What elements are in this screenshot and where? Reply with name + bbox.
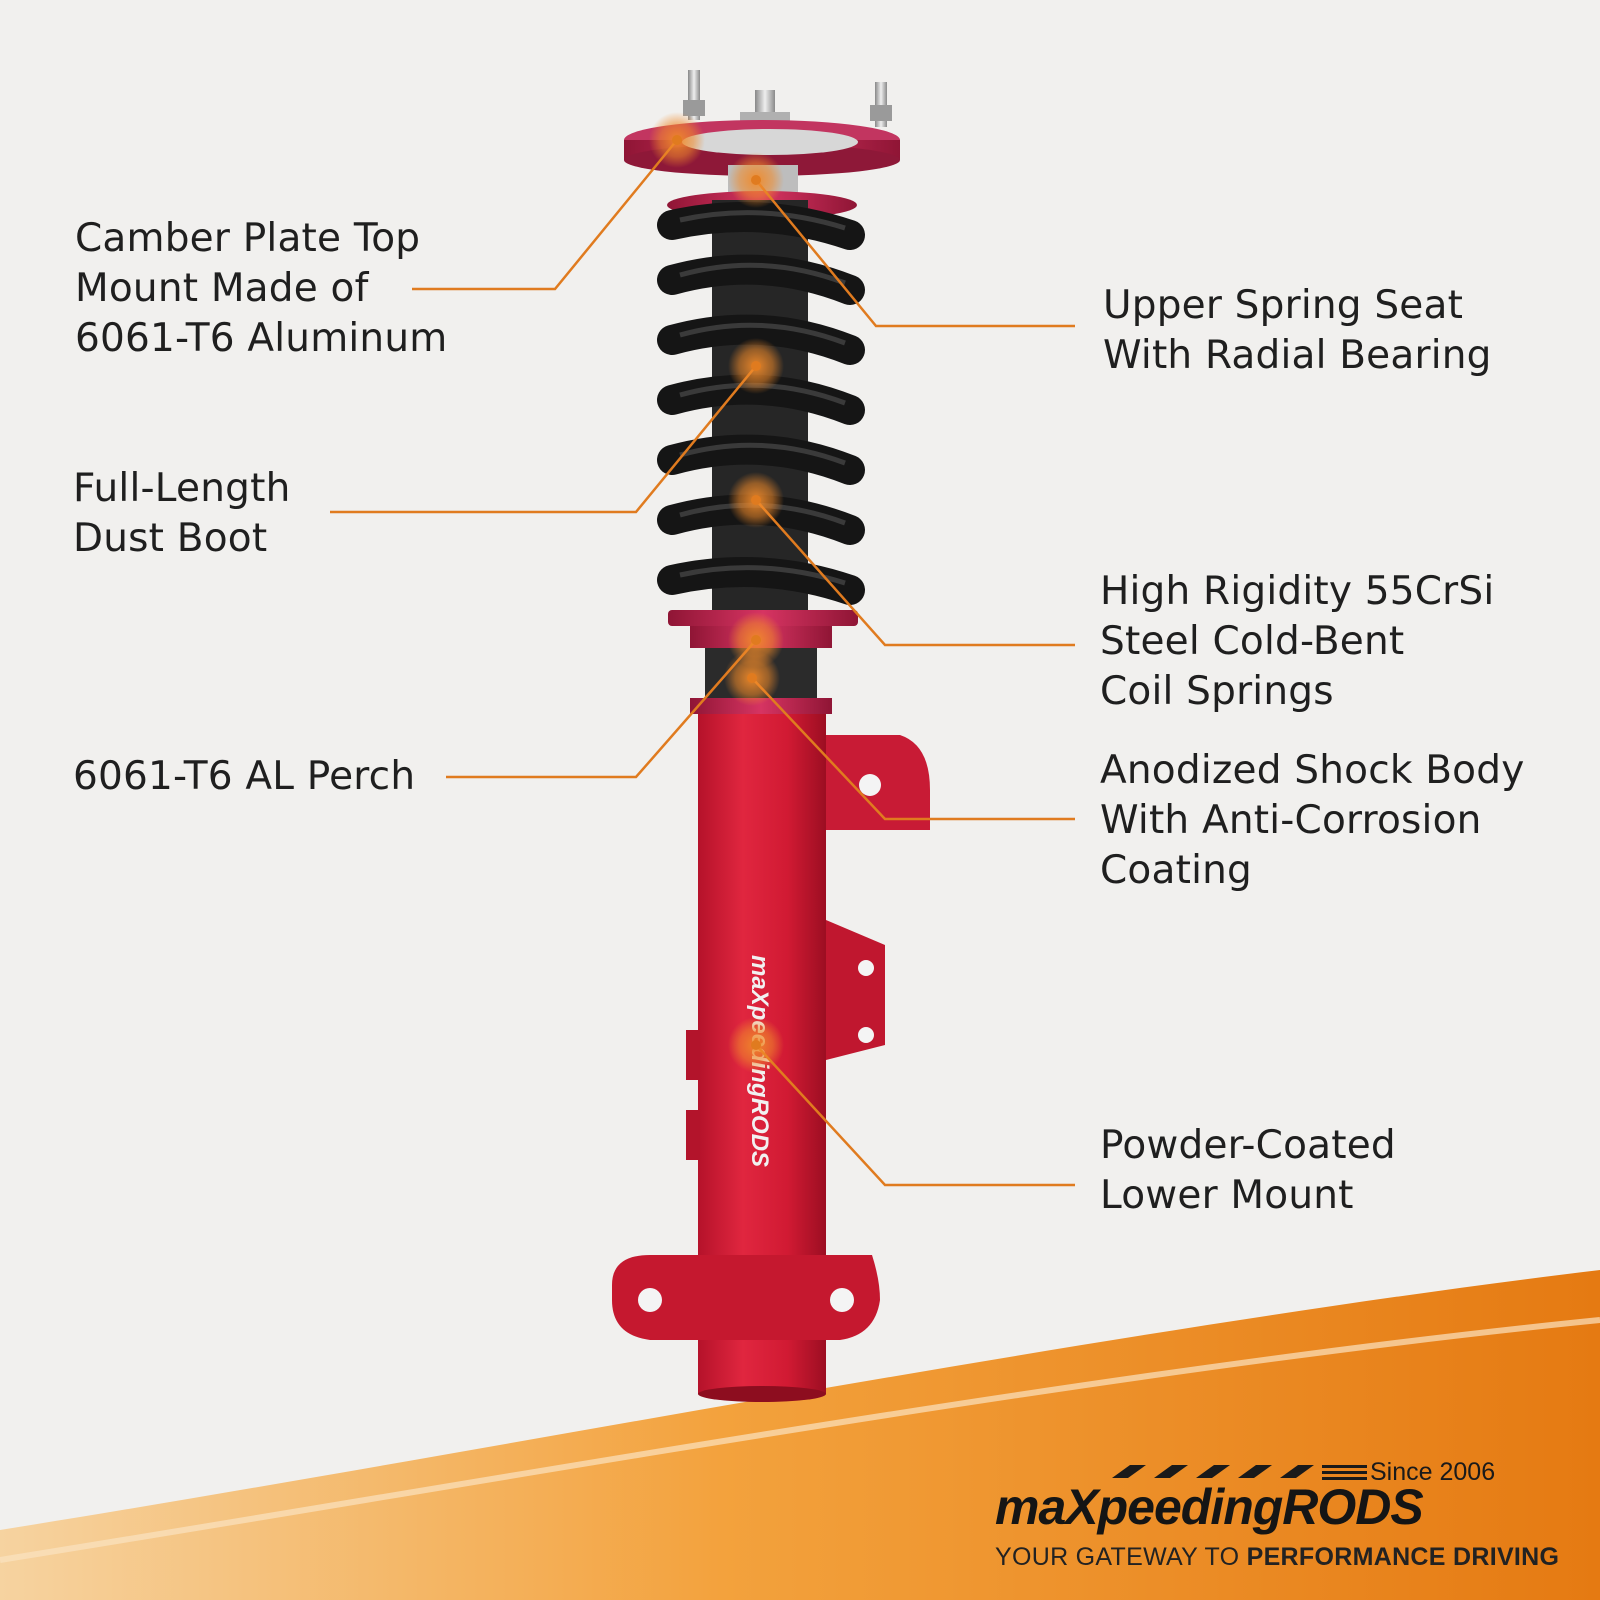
logo-tagline: YOUR GATEWAY TO PERFORMANCE DRIVING [995,1543,1559,1572]
callout-line: Camber Plate Top [75,216,421,261]
callout-markers [649,112,784,1073]
leader-lines [330,139,1075,1187]
callout-coil-springs: High Rigidity 55CrSi Steel Cold-Bent Coi… [1100,567,1494,717]
callout-line: Coil Springs [1100,669,1334,714]
callout-line: Mount Made of [75,266,369,311]
callout-line: High Rigidity 55CrSi [1100,569,1495,614]
callout-shock-body: Anodized Shock Body With Anti-Corrosion … [1100,746,1524,896]
callout-line: 6061-T6 Aluminum [75,316,448,361]
brand-logo: maXpeedingRODS [995,1479,1424,1535]
logo-since: Since 2006 [1370,1458,1496,1486]
tagline-bold: PERFORMANCE DRIVING [1246,1543,1560,1571]
callout-line: 6061-T6 AL Perch [73,754,416,799]
callout-line: Lower Mount [1100,1173,1354,1218]
callout-line: Coating [1100,848,1252,893]
callout-line: Dust Boot [73,516,268,561]
callout-lower-mount: Powder-Coated Lower Mount [1100,1121,1396,1221]
callout-upper-spring-seat: Upper Spring Seat With Radial Bearing [1103,281,1492,381]
orange-band-highlight [0,1317,1600,1563]
callout-line: Full-Length [73,466,291,511]
tagline-light: YOUR GATEWAY TO [995,1543,1247,1571]
callout-line: With Anti-Corrosion [1100,798,1482,843]
callout-line: Powder-Coated [1100,1123,1396,1168]
callout-line: Anodized Shock Body [1100,748,1525,793]
callout-line: With Radial Bearing [1103,333,1492,378]
callout-perch: 6061-T6 AL Perch [73,752,415,802]
coilover-strut: maXpeedingRODS [612,70,930,1402]
callout-line: Upper Spring Seat [1103,283,1464,328]
callout-line: Steel Cold-Bent [1100,619,1405,664]
callout-dust-boot: Full-Length Dust Boot [73,464,290,564]
callout-camber-plate: Camber Plate Top Mount Made of 6061-T6 A… [75,214,447,364]
orange-bottom-band [0,1270,1600,1600]
logo-checkered-stripes [1112,1465,1367,1480]
